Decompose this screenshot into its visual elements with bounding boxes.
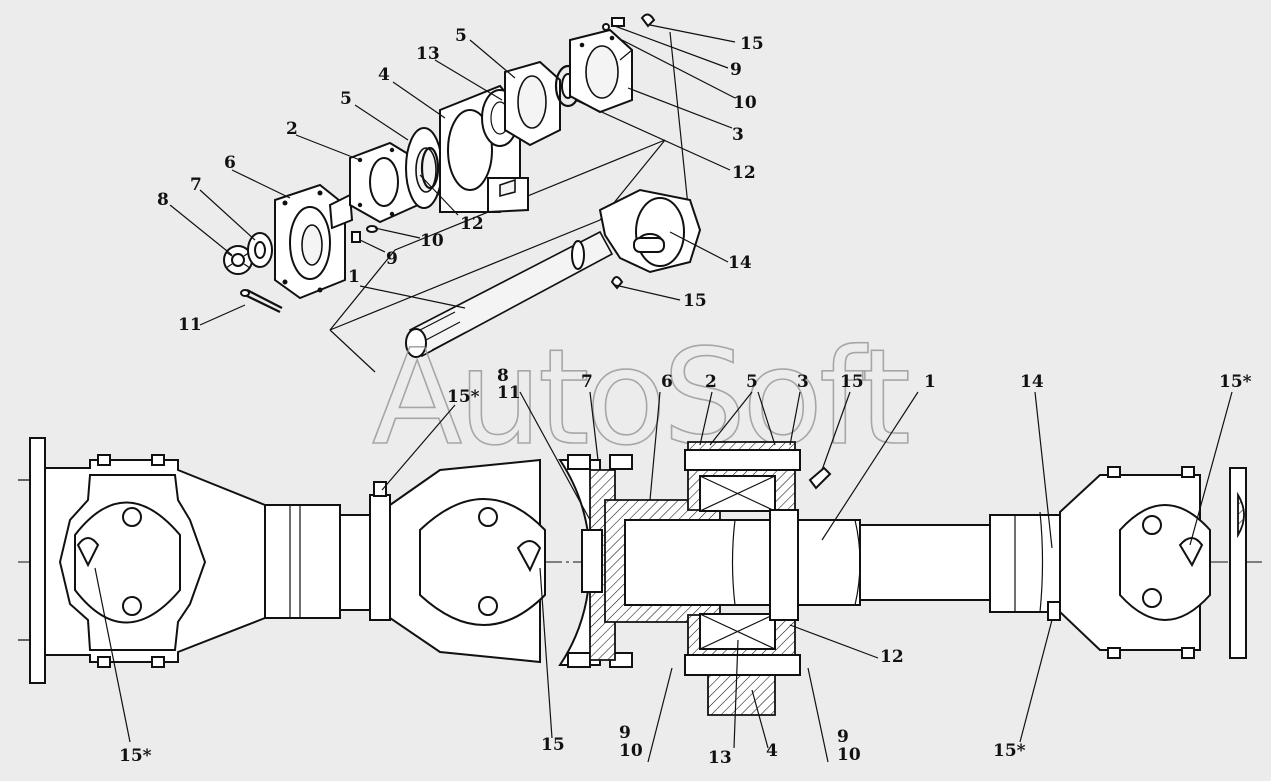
label-bot-10a: 10 [619, 741, 643, 761]
bolt-icon [611, 17, 625, 27]
left-tube [264, 504, 341, 619]
left-end-flange [29, 437, 46, 684]
label-bot-3: 3 [797, 372, 809, 392]
label-top-6: 6 [224, 153, 236, 173]
grease-nipple-icon [373, 481, 387, 497]
castle-nut [581, 529, 603, 593]
label-bot-11: 11 [497, 383, 521, 403]
label-top-10a: 10 [420, 231, 444, 251]
grease-nipple-icon [516, 540, 542, 573]
middle-flange [558, 454, 633, 668]
grease-nipple-icon [1047, 601, 1061, 621]
washer-icon [366, 225, 378, 233]
cotter-pin [244, 289, 283, 313]
exploded-flange-6 [274, 183, 354, 300]
label-top-2: 2 [286, 119, 298, 139]
bottom-leaders [94, 391, 1233, 763]
exploded-view [169, 13, 736, 373]
label-bot-6: 6 [661, 372, 673, 392]
label-top-8: 8 [157, 190, 169, 210]
bolt-icon [351, 231, 361, 243]
label-top-10b: 10 [733, 93, 757, 113]
grease-nipple-icon [610, 276, 624, 290]
label-top-7: 7 [190, 175, 202, 195]
grease-nipple-icon [1178, 537, 1204, 568]
label-top-1: 1 [348, 267, 360, 287]
label-bot-15star-d: 15* [993, 741, 1026, 761]
left-yoke [44, 454, 266, 668]
watermark: AutoSoft [372, 321, 908, 475]
label-bot-9b: 9 [837, 727, 849, 747]
label-bot-9a: 9 [619, 723, 631, 743]
right-yoke [989, 466, 1211, 659]
top-leaders [169, 24, 736, 326]
label-top-9a: 9 [386, 249, 398, 269]
label-bot-14: 14 [1020, 372, 1044, 392]
label-bot-4: 4 [766, 741, 778, 761]
label-top-5b: 5 [340, 89, 352, 109]
label-top-11: 11 [178, 315, 202, 335]
exploded-gasket-5b [504, 60, 561, 147]
label-top-14: 14 [728, 253, 752, 273]
middle-yoke [389, 458, 546, 664]
slip-joint [369, 494, 391, 621]
exploded-seal-12a [420, 146, 440, 190]
label-bot-15star-a: 15* [447, 387, 480, 407]
callout-labels: 5 13 4 5 2 6 7 8 11 1 9 10 12 15 9 10 3 … [119, 26, 1252, 768]
label-top-9b: 9 [730, 60, 742, 80]
label-bot-13: 13 [708, 748, 732, 768]
label-top-15b: 15 [683, 291, 707, 311]
support-housing [684, 441, 832, 716]
label-bot-15star-c: 15* [119, 746, 152, 766]
label-bot-12: 12 [880, 647, 904, 667]
exploded-shaft [405, 230, 614, 358]
label-top-13: 13 [416, 44, 440, 64]
label-bot-15a: 15 [840, 372, 864, 392]
label-bot-8: 8 [497, 366, 509, 386]
washer-icon [602, 23, 610, 31]
label-top-15a: 15 [740, 34, 764, 54]
label-bot-1: 1 [924, 372, 936, 392]
main-shaft [624, 519, 861, 606]
label-bot-15b: 15 [541, 735, 565, 755]
label-bot-10b: 10 [837, 745, 861, 765]
label-top-3: 3 [732, 125, 744, 145]
grease-nipple-icon [640, 13, 656, 28]
label-bot-5: 5 [746, 372, 758, 392]
castle-nut [223, 245, 253, 275]
exploded-yoke [598, 188, 702, 290]
label-top-12a: 12 [460, 214, 484, 234]
label-bot-7: 7 [581, 372, 593, 392]
label-top-12b: 12 [732, 163, 756, 183]
label-top-5a: 5 [455, 26, 467, 46]
label-bot-15star-b: 15* [1219, 372, 1252, 392]
grease-nipple-icon [808, 466, 832, 490]
assembly-view [18, 391, 1262, 763]
exploded-cover-3 [569, 28, 633, 114]
grease-nipple-icon [76, 537, 100, 568]
label-top-4: 4 [378, 65, 390, 85]
label-bot-2: 2 [705, 372, 717, 392]
